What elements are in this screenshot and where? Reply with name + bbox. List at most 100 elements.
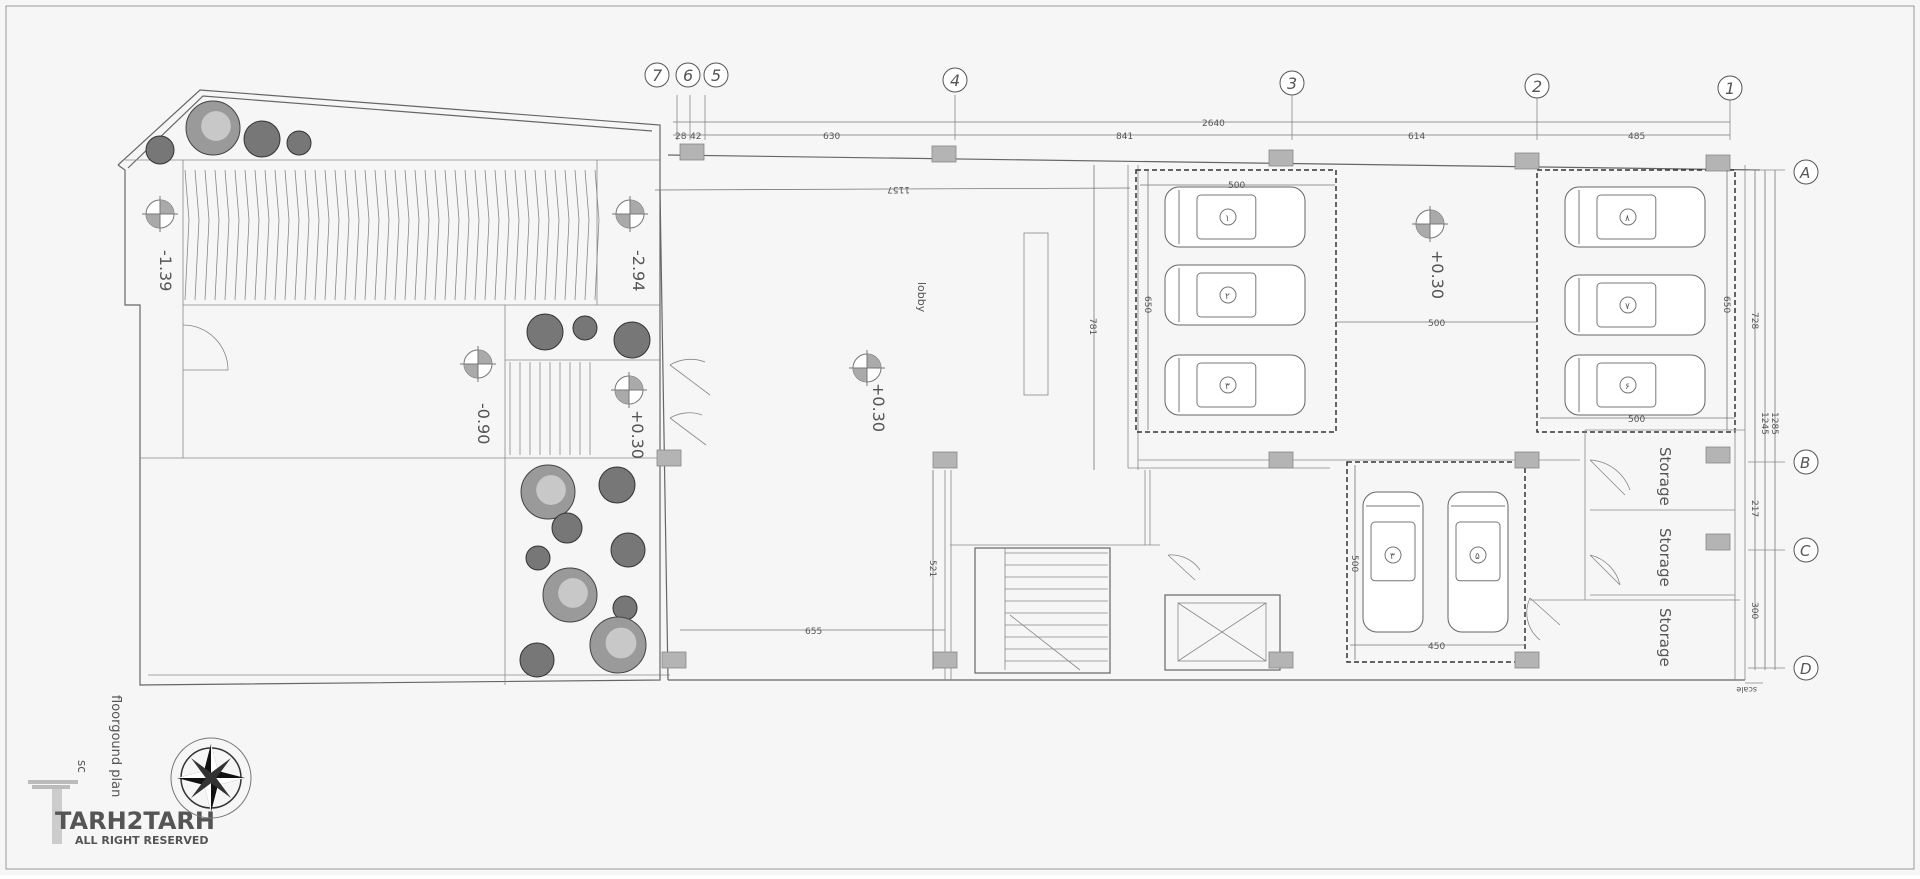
axis-bubble — [1279, 70, 1305, 96]
column — [1705, 533, 1731, 551]
axis-bubble-label: 4 — [950, 71, 960, 90]
axis-bubble-label: 7 — [652, 66, 663, 85]
dim-span-614: 614 — [1408, 132, 1425, 142]
car-icon: ۷ — [1564, 274, 1706, 336]
level-minus-0-90: -0.90 — [474, 403, 493, 444]
ramp-line — [474, 169, 480, 301]
axis-bubble — [1793, 655, 1819, 681]
dim-span-42: 42 — [690, 132, 701, 142]
ramp-line — [454, 169, 460, 301]
brand-logo: TARH2TARH ALL RIGHT RESERVED — [28, 780, 215, 847]
dim-parking-height-c: 500 — [1349, 555, 1359, 572]
ramp-line — [374, 169, 380, 301]
axis-bubble — [675, 62, 701, 88]
tree-icon — [551, 512, 583, 544]
room-labels: lobby Storage Storage Storage — [915, 282, 1674, 667]
level-minus-1-39: -1.39 — [156, 250, 175, 291]
tree-icon — [145, 135, 175, 165]
dim-parking-width-b: 500 — [1628, 415, 1645, 425]
dimension-lines — [654, 121, 1776, 670]
level-plus-0-30-entry: +0.30 — [628, 410, 647, 459]
ramp-line — [344, 169, 350, 301]
lobby-walls — [667, 154, 1761, 681]
storage-label-3: Storage — [1656, 608, 1674, 667]
column — [661, 651, 687, 669]
dim-parking-height-a: 650 — [1142, 296, 1152, 313]
ramp-line — [464, 169, 470, 301]
ramp-line — [334, 169, 340, 301]
ramp-line — [364, 169, 370, 301]
car-label: ۷ — [1625, 302, 1630, 312]
ramp-line — [444, 169, 450, 301]
axis-bubble-label: A — [1799, 164, 1810, 182]
axis-bubble — [644, 62, 670, 88]
axis-bubble-label: D — [1800, 660, 1812, 678]
ramp-line — [394, 169, 400, 301]
car-icon: ۳ — [1164, 354, 1306, 416]
dim-1245: 1245 — [1759, 412, 1769, 435]
column — [932, 651, 958, 669]
ramp-line — [574, 169, 580, 301]
ramp-line — [314, 169, 320, 301]
axis-bubble-label: 3 — [1287, 74, 1297, 93]
tree-icon — [286, 130, 312, 156]
ramp-line — [534, 169, 540, 301]
level-marker-fill — [478, 350, 492, 364]
stair-break-line — [1009, 614, 1081, 671]
entry-steps — [509, 362, 591, 455]
level-marker-fill — [867, 354, 881, 368]
storage-label-1: Storage — [1656, 447, 1674, 506]
car-icon: ۸ — [1564, 186, 1706, 248]
dim-217: 217 — [1749, 500, 1759, 517]
axis-bubble — [1524, 73, 1550, 99]
ramp-line — [254, 169, 260, 301]
dim-parking-height-b: 650 — [1721, 296, 1731, 313]
tree-canopy — [536, 475, 566, 505]
car-label: ۳ — [1390, 552, 1395, 562]
level-marker-fill — [146, 214, 160, 228]
scale-prefix: sc — [75, 760, 89, 773]
column — [931, 145, 957, 163]
level-marker-fill — [630, 200, 644, 214]
dim-300: 300 — [1749, 602, 1759, 619]
ramp-line — [294, 169, 300, 301]
axis-bubble-label: 6 — [683, 66, 693, 85]
axis-bubble-label: 1 — [1725, 79, 1735, 98]
ramp-line — [404, 169, 410, 301]
axis-bubble — [942, 67, 968, 93]
level-marker-fill — [464, 364, 478, 378]
tree-icon — [526, 313, 564, 351]
level-marker-fill — [1416, 224, 1430, 238]
dim-span-841: 841 — [1116, 132, 1133, 142]
ramp-line — [214, 169, 220, 301]
dim-parking-width-a: 500 — [1228, 181, 1245, 191]
parking-zones — [1127, 165, 1746, 680]
tree-icon — [610, 532, 646, 568]
ramp-line — [584, 169, 590, 301]
ramp-line — [304, 169, 310, 301]
column — [1268, 651, 1294, 669]
tree-icon — [612, 595, 638, 621]
axis-bubble-label: B — [1800, 454, 1810, 472]
level-minus-2-94: -2.94 — [629, 250, 648, 291]
storage-label-2: Storage — [1656, 528, 1674, 587]
column — [1268, 451, 1294, 469]
dim-span-630: 630 — [823, 132, 840, 142]
level-marker-fill — [629, 376, 643, 390]
ramp-line — [424, 169, 430, 301]
brand-rights: ALL RIGHT RESERVED — [75, 834, 209, 847]
tree-icon — [598, 466, 636, 504]
ramp-line — [204, 169, 210, 301]
ramp-line — [504, 169, 510, 301]
ramp-line — [224, 169, 230, 301]
dim-lobby-diagonal: 1157 — [887, 184, 910, 194]
ramp-line — [324, 169, 330, 301]
ramp-line — [264, 169, 270, 301]
axis-lines — [676, 95, 1785, 669]
ramp-line — [564, 169, 570, 301]
entry-doors[interactable] — [182, 189, 711, 681]
tree-canopy — [605, 627, 637, 659]
level-marker-fill — [615, 390, 629, 404]
